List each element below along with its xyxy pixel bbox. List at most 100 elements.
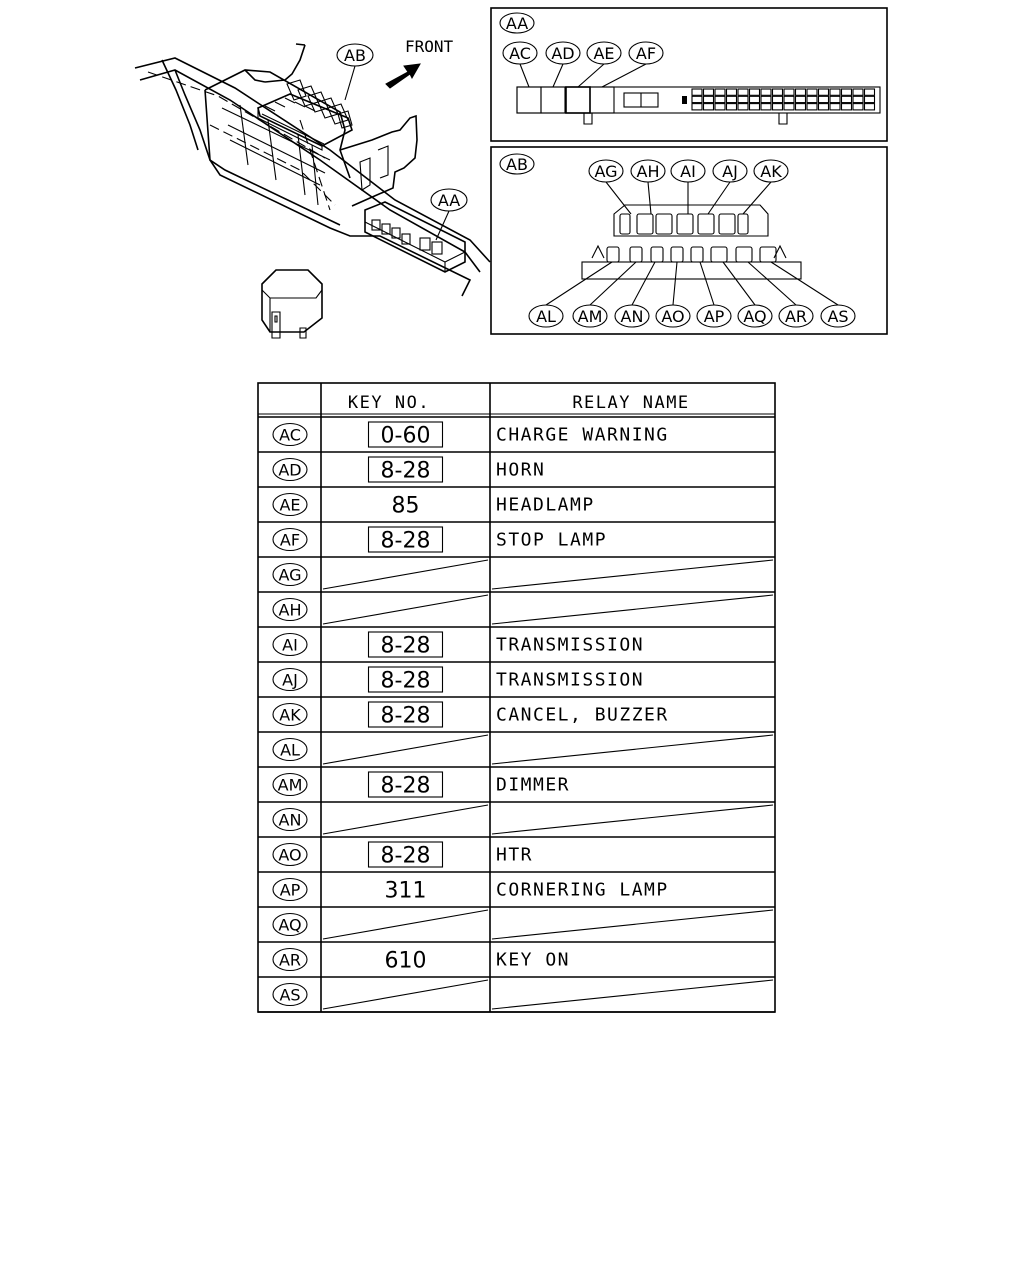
- relay-name: HEADLAMP: [496, 495, 595, 516]
- relay-name: KEY ON: [496, 950, 570, 971]
- svg-text:AB: AB: [344, 46, 366, 65]
- svg-text:AF: AF: [636, 44, 656, 63]
- svg-text:AE: AE: [279, 496, 300, 515]
- table-row: AO 8-28 HTR: [272, 841, 533, 869]
- svg-text:AK: AK: [279, 706, 301, 725]
- svg-text:AP: AP: [704, 307, 725, 326]
- callout-ap: AP: [696, 304, 732, 328]
- table-row: AS: [272, 979, 774, 1010]
- svg-text:AC: AC: [279, 426, 301, 445]
- callout-am: AM: [572, 304, 608, 328]
- table-row: AQ: [272, 909, 774, 940]
- table-row: AH: [272, 594, 774, 625]
- svg-text:AM: AM: [278, 776, 303, 795]
- relay-name: TRANSMISSION: [496, 635, 644, 656]
- relay-name: HTR: [496, 845, 533, 866]
- front-label: FRONT: [405, 37, 454, 56]
- blank-key-slash: [322, 804, 489, 835]
- row-id-al: AL: [272, 737, 308, 762]
- callout-af: AF: [628, 41, 664, 65]
- blank-name-slash: [491, 909, 774, 940]
- relay-name: TRANSMISSION: [496, 670, 644, 691]
- relay-name: CANCEL, BUZZER: [496, 705, 669, 726]
- svg-text:AJ: AJ: [282, 671, 298, 690]
- row-id-an: AN: [272, 807, 308, 832]
- callout-ai: AI: [670, 159, 706, 183]
- table-row: AE 85 HEADLAMP: [272, 492, 595, 519]
- key-box: [367, 771, 444, 798]
- callout-ag: AG: [588, 159, 624, 183]
- svg-text:AP: AP: [280, 881, 301, 900]
- table-header-key-no: KEY NO.: [348, 393, 430, 413]
- svg-text:AQ: AQ: [743, 307, 766, 326]
- svg-text:AD: AD: [551, 44, 574, 63]
- key-no: 85: [392, 494, 420, 519]
- blank-name-slash: [491, 594, 774, 625]
- frame-drawing: [134, 43, 491, 297]
- key-box: [367, 421, 444, 448]
- blank-key-slash: [322, 734, 489, 765]
- svg-text:AA: AA: [438, 191, 460, 210]
- key-no: 8-28: [381, 704, 431, 729]
- svg-text:AR: AR: [785, 307, 807, 326]
- svg-text:AH: AH: [279, 601, 302, 620]
- row-id-ad: AD: [272, 457, 308, 482]
- svg-text:AF: AF: [280, 531, 300, 550]
- detail-aa-panel: AA AC AD AE AF: [490, 7, 888, 142]
- row-id-aj: AJ: [272, 667, 308, 692]
- key-box: [367, 631, 444, 658]
- row-id-ae: AE: [272, 492, 308, 517]
- row-id-af: AF: [272, 527, 308, 552]
- relay-name: DIMMER: [496, 775, 570, 796]
- svg-text:AS: AS: [827, 307, 848, 326]
- relay-name: CHARGE WARNING: [496, 425, 669, 446]
- callout-ak: AK: [753, 159, 789, 183]
- svg-text:AG: AG: [594, 162, 617, 181]
- callout-aq: AQ: [737, 304, 773, 328]
- table-row: AG: [272, 559, 774, 590]
- row-id-ao: AO: [272, 842, 308, 867]
- table-header-relay-name: RELAY NAME: [572, 393, 689, 413]
- key-no: 8-28: [381, 634, 431, 659]
- svg-text:AA: AA: [506, 14, 528, 33]
- table-row: AD 8-28 HORN: [272, 456, 545, 484]
- key-box: [367, 701, 444, 728]
- row-id-ag: AG: [272, 562, 308, 587]
- blank-name-slash: [491, 559, 774, 590]
- svg-text:AO: AO: [278, 846, 301, 865]
- key-no: 610: [385, 949, 427, 974]
- row-id-as: AS: [272, 982, 308, 1007]
- table-row: AJ 8-28 TRANSMISSION: [272, 666, 644, 694]
- blank-key-slash: [322, 559, 489, 590]
- blank-key-slash: [322, 594, 489, 625]
- svg-text:AK: AK: [760, 162, 782, 181]
- callout-ac: AC: [502, 41, 538, 65]
- callout-bubble-relay-block: AA: [430, 188, 468, 212]
- relay-name: CORNERING LAMP: [496, 880, 669, 901]
- key-no: 8-28: [381, 669, 431, 694]
- callout-ar: AR: [778, 304, 814, 328]
- callout-an: AN: [614, 304, 650, 328]
- key-box: [367, 666, 444, 693]
- svg-text:AJ: AJ: [722, 162, 738, 181]
- callout-ao: AO: [655, 304, 691, 328]
- row-id-ap: AP: [272, 877, 308, 902]
- key-no: 8-28: [381, 529, 431, 554]
- key-no: 8-28: [381, 844, 431, 869]
- svg-text:AN: AN: [621, 307, 644, 326]
- relay-name: HORN: [496, 460, 545, 481]
- table-row: AK 8-28 CANCEL, BUZZER: [272, 701, 669, 729]
- key-box: [367, 456, 444, 483]
- svg-text:AO: AO: [661, 307, 684, 326]
- blank-name-slash: [491, 979, 774, 1010]
- svg-text:AE: AE: [593, 44, 614, 63]
- row-id-am: AM: [272, 772, 308, 797]
- key-no: 8-28: [381, 459, 431, 484]
- svg-text:AQ: AQ: [278, 916, 301, 935]
- svg-text:AG: AG: [278, 566, 301, 585]
